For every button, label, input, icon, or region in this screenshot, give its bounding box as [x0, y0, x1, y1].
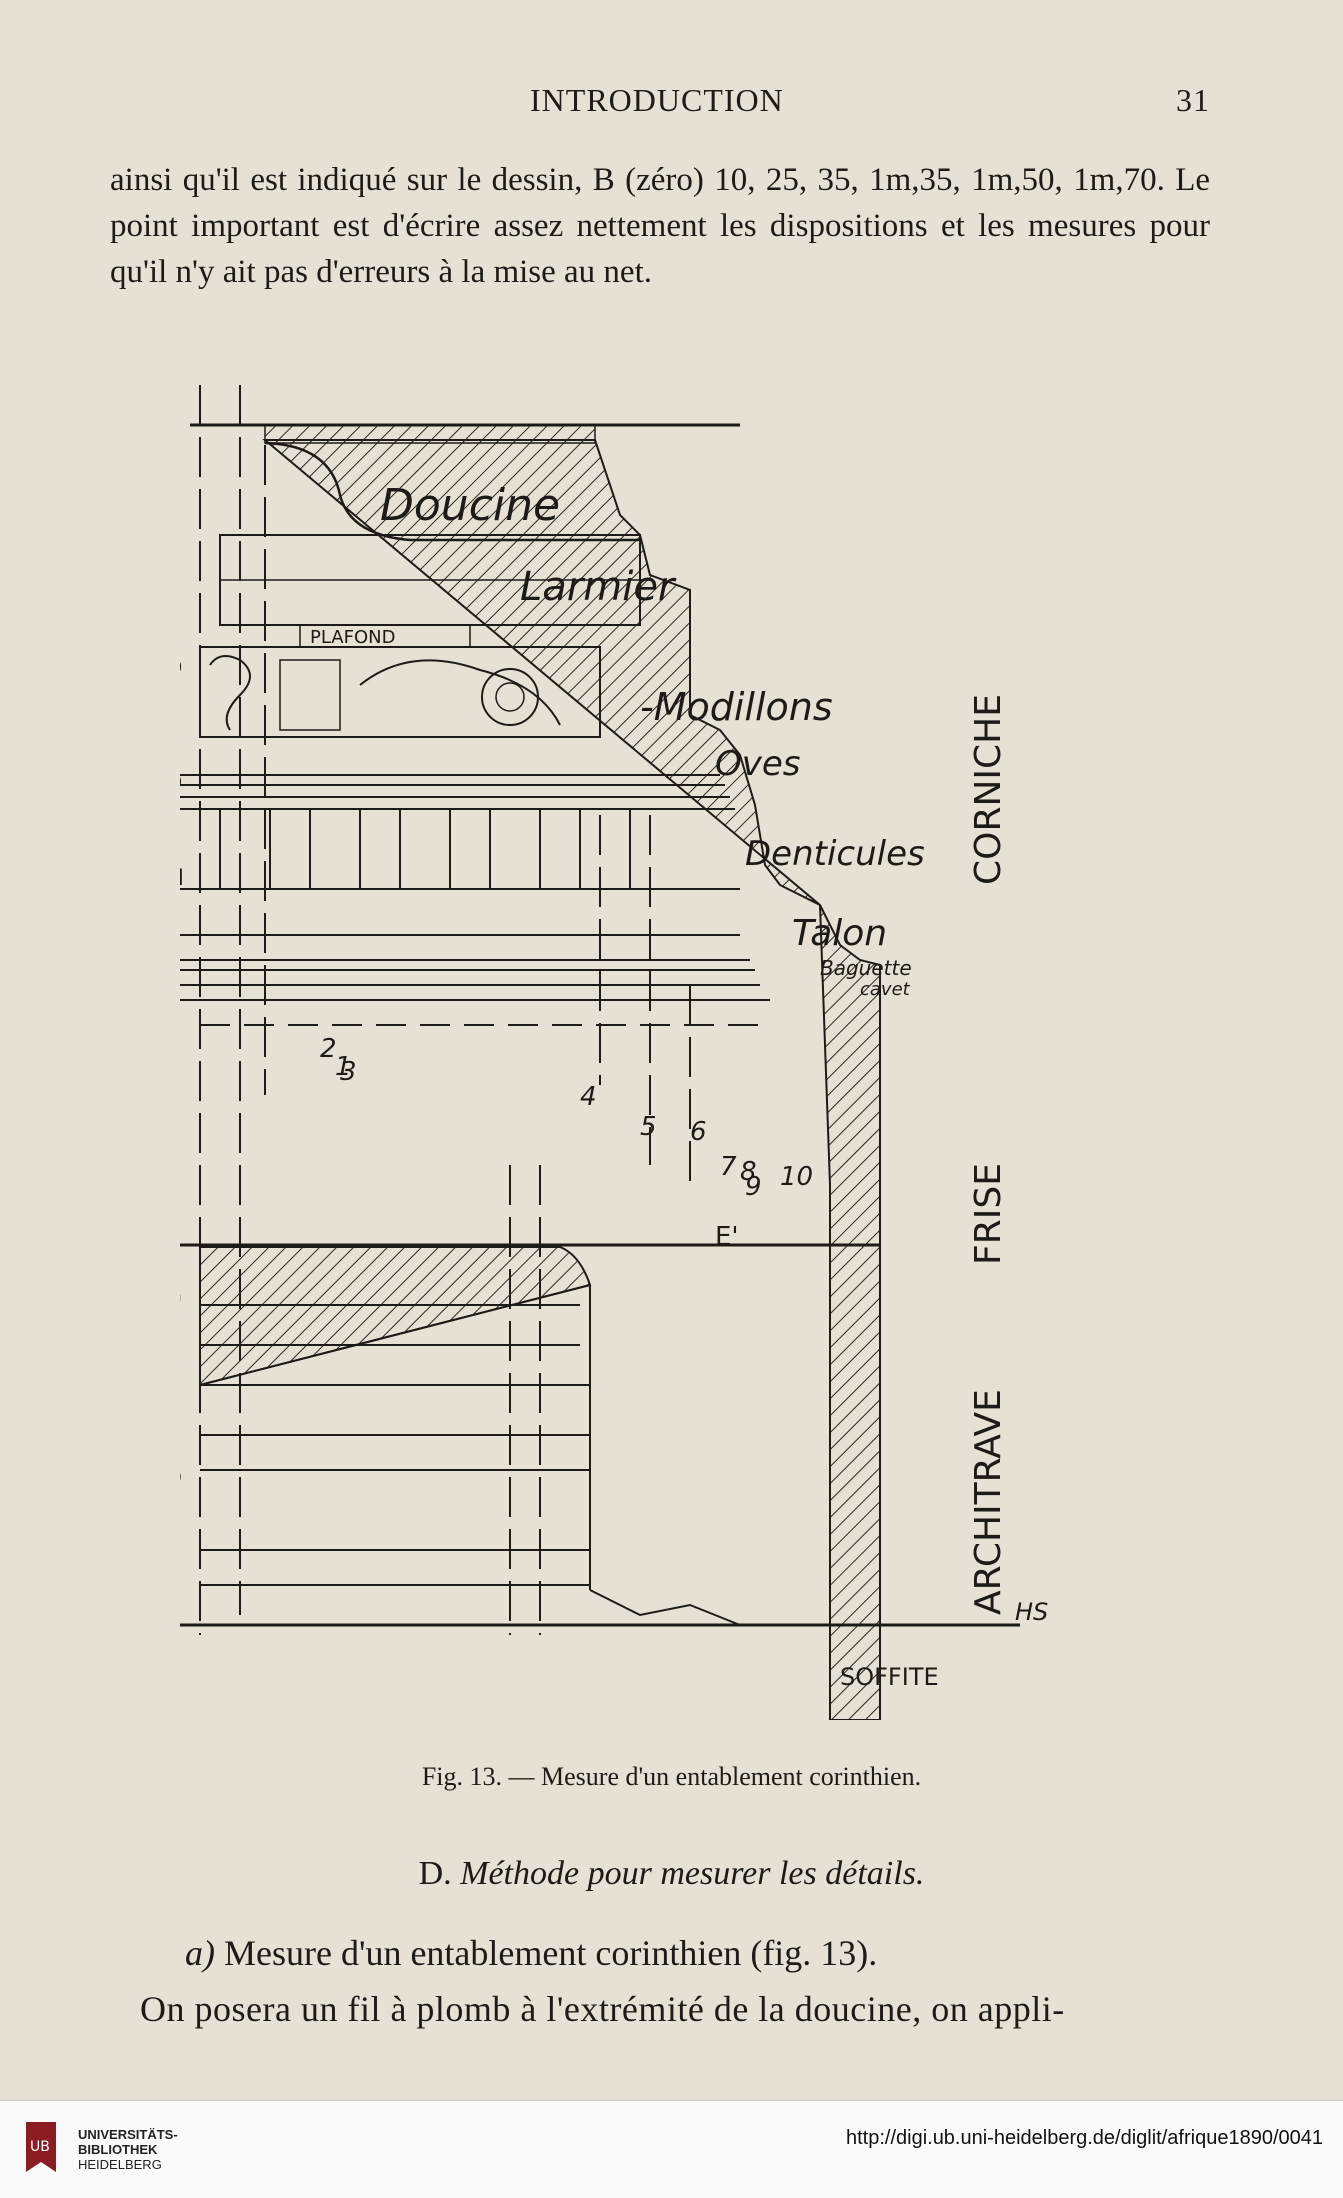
letter-label: U — [180, 478, 181, 503]
section-heading: D. Méthode pour mesurer les détails. — [0, 1855, 1343, 1893]
number-label: 7 — [720, 1152, 737, 1182]
institution-name: UNIVERSITÄTS- BIBLIOTHEK HEIDELBERG — [78, 2127, 178, 2172]
architrave-hatch — [200, 1247, 590, 1385]
number-label: 4 — [580, 1082, 597, 1112]
running-header: INTRODUCTION 31 — [110, 82, 1210, 122]
letter-label: M — [180, 866, 184, 891]
letter-label: Q — [180, 656, 182, 681]
section-letter: D. — [419, 1855, 452, 1892]
source-link[interactable]: http://digi.ub.uni-heidelberg.de/diglit/… — [846, 2127, 1323, 2150]
letter-label: G — [180, 1284, 182, 1309]
cavet-label: cavet — [860, 979, 911, 1000]
institution-line: UNIVERSITÄTS- — [78, 2127, 178, 2142]
plafond-label: PLAFOND — [310, 627, 395, 648]
oves-label: Oves — [715, 744, 801, 784]
measure-numbers: 2 1 3 4 5 6 7 8 9 10 — [320, 1034, 813, 1202]
frise-label: FRISE — [968, 1163, 1009, 1265]
entablement-drawing: Y X V U T S R Q P O N M L K J I H G F E … — [180, 385, 1180, 1720]
number-label: 10 — [780, 1162, 813, 1192]
number-label: 5 — [640, 1112, 657, 1142]
hs-label: HS — [1015, 1598, 1048, 1626]
talon-label: Talon — [792, 913, 887, 954]
number-label: 6 — [690, 1117, 707, 1147]
doucine-label: Doucine — [380, 480, 560, 531]
denticules-label: Denticules — [745, 834, 925, 874]
e-prime-label: E' — [715, 1222, 739, 1252]
institution-line: HEIDELBERG — [78, 2157, 178, 2172]
letter-label: H — [180, 1256, 182, 1281]
soffite-label: SOFFITE — [840, 1663, 939, 1691]
larmier-label: Larmier — [520, 564, 677, 610]
left-letter-column: Y X V U T S R Q P O N M L K J I H G F E … — [180, 385, 184, 1696]
subheading-text: Mesure d'un entablement corinthien (fig.… — [224, 1933, 877, 1973]
entablement-figure: Y X V U T S R Q P O N M L K J I H G F E … — [180, 385, 1180, 1720]
body-paragraph: ainsi qu'il est indiqué sur le dessin, B… — [110, 157, 1210, 295]
number-label: 9 — [745, 1172, 762, 1202]
letter-label: D — [180, 1466, 182, 1491]
subheading: a) Mesure d'un entablement corinthien (f… — [185, 1932, 877, 1974]
section-title-text: Méthode pour mesurer les détails. — [460, 1855, 924, 1892]
page-number: 31 — [1176, 82, 1210, 119]
library-footer: UB UNIVERSITÄTS- BIBLIOTHEK HEIDELBERG h… — [0, 2100, 1343, 2198]
subheading-letter: a) — [185, 1933, 215, 1973]
svg-text:UB: UB — [30, 2139, 50, 2155]
modillons-label: -Modillons — [640, 685, 833, 729]
institution-line: BIBLIOTHEK — [78, 2142, 178, 2157]
architrave-label: ARCHITRAVE — [968, 1389, 1009, 1615]
baguette-label: Baguette — [820, 956, 912, 980]
number-label: 3 — [340, 1057, 357, 1087]
library-logo-icon: UB — [16, 2117, 66, 2177]
header-title: INTRODUCTION — [530, 82, 784, 119]
letter-label: O — [180, 771, 182, 796]
figure-caption: Fig. 13. — Mesure d'un entablement corin… — [0, 1762, 1343, 1792]
corniche-label: CORNICHE — [968, 694, 1009, 885]
letter-label: N — [180, 811, 181, 836]
body-last-line: On posera un fil à plomb à l'extrémité d… — [140, 1988, 1210, 2030]
